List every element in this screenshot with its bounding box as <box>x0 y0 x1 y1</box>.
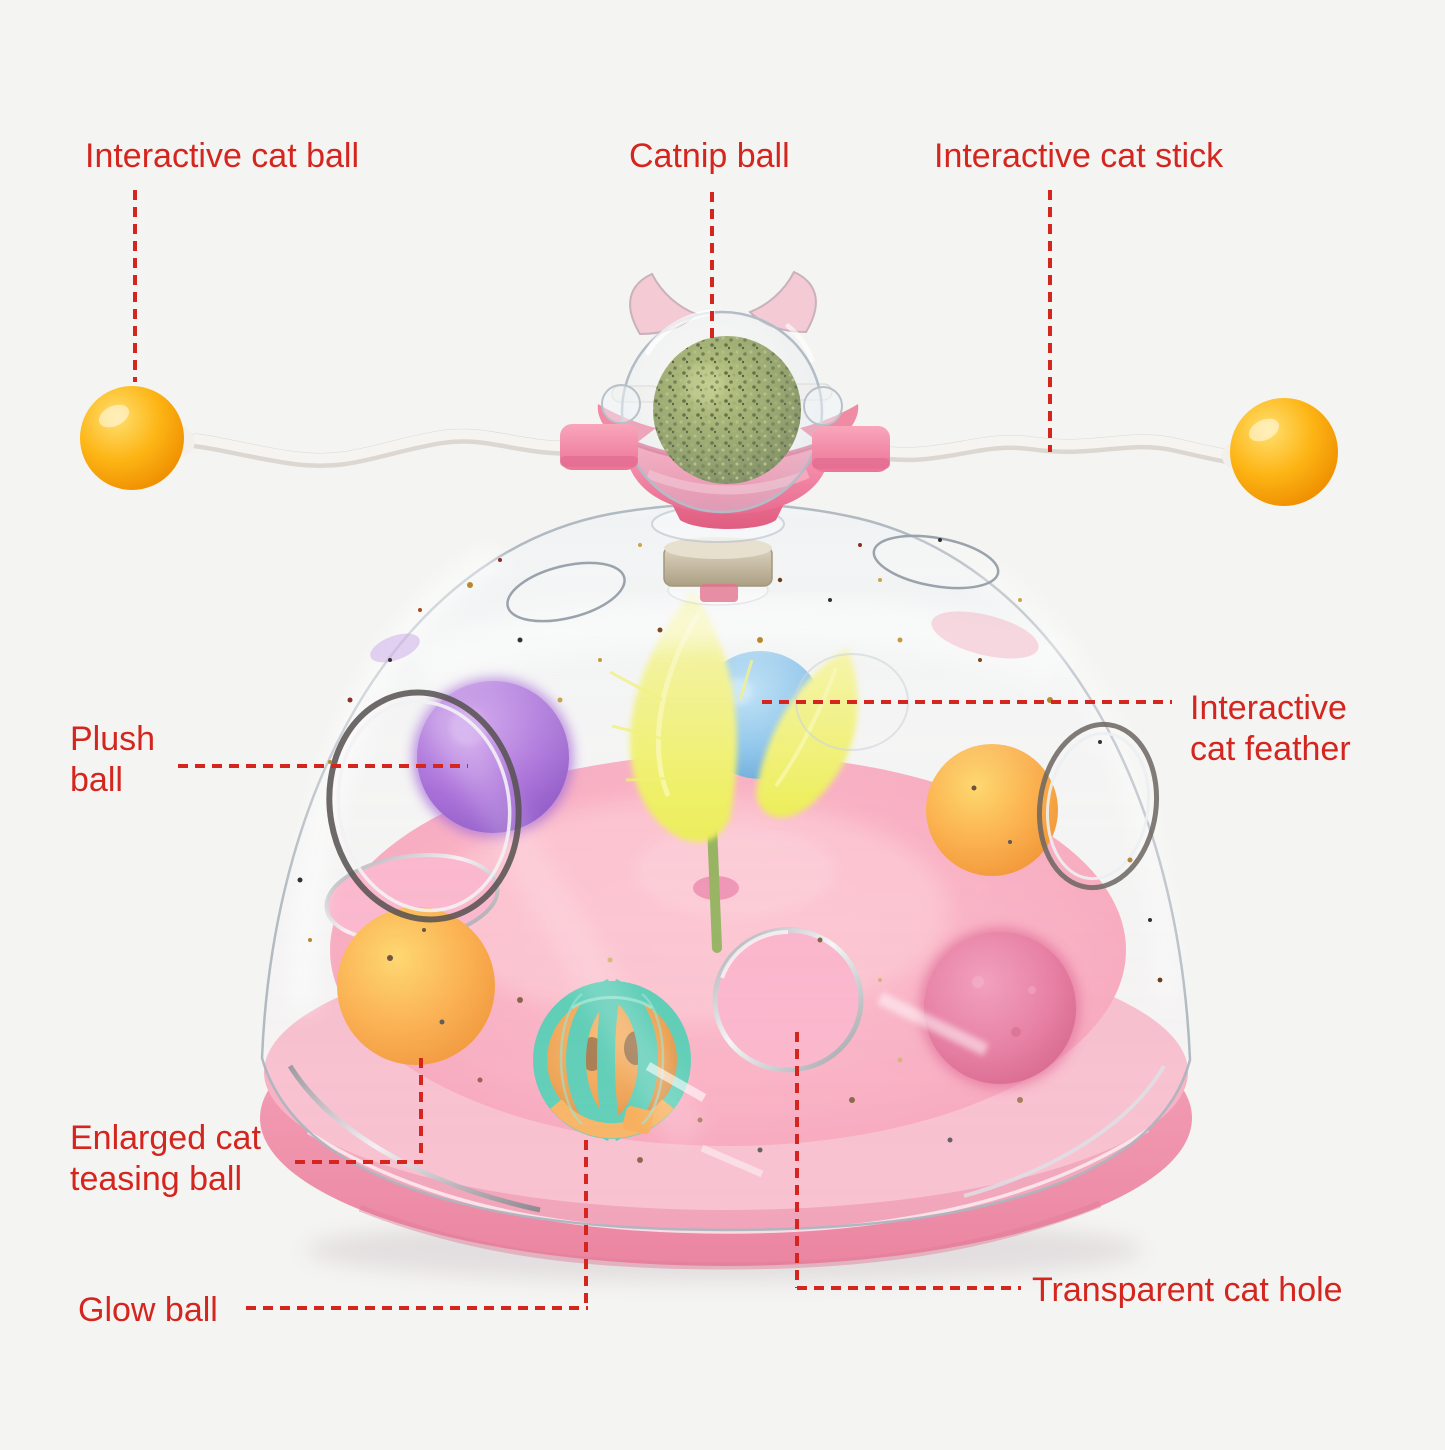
dome-hole-top-left <box>506 561 626 623</box>
callout-line <box>795 1032 799 1288</box>
callout-label: Interactive cat feather <box>1190 689 1357 769</box>
helmet-side-bump-left <box>601 384 641 424</box>
callout-line <box>710 192 714 340</box>
callout-line <box>584 1140 588 1310</box>
callout-label: Catnip ball <box>629 137 790 175</box>
callout-label: Enlarged cat teasing ball <box>70 1119 271 1199</box>
helmet-cat-ears <box>629 270 817 336</box>
interactive-cat-ball-right <box>1230 398 1338 506</box>
dome-ring-right <box>1036 721 1160 891</box>
callout-line <box>133 190 137 382</box>
callout-label: Glow ball <box>78 1291 218 1329</box>
callout-label: Plush ball <box>70 720 165 800</box>
callout-label: Transparent cat hole <box>1032 1271 1343 1309</box>
callout-label: Interactive cat ball <box>85 137 360 175</box>
callout-line <box>178 764 468 768</box>
callout-line <box>246 1306 588 1310</box>
callout-line <box>762 700 1172 704</box>
interactive-cat-stick <box>80 386 1338 506</box>
callout-line <box>797 1286 1021 1290</box>
interactive-cat-ball-left <box>80 386 184 490</box>
callout-label: Interactive cat stick <box>934 137 1224 175</box>
transparent-dome <box>260 502 1192 1232</box>
callout-line <box>1048 190 1052 452</box>
callout-line <box>295 1160 423 1164</box>
dome-ring-left <box>326 689 522 923</box>
callout-line <box>419 1058 423 1164</box>
windmill-head <box>560 270 890 529</box>
helmet-side-bump-right <box>803 386 843 426</box>
